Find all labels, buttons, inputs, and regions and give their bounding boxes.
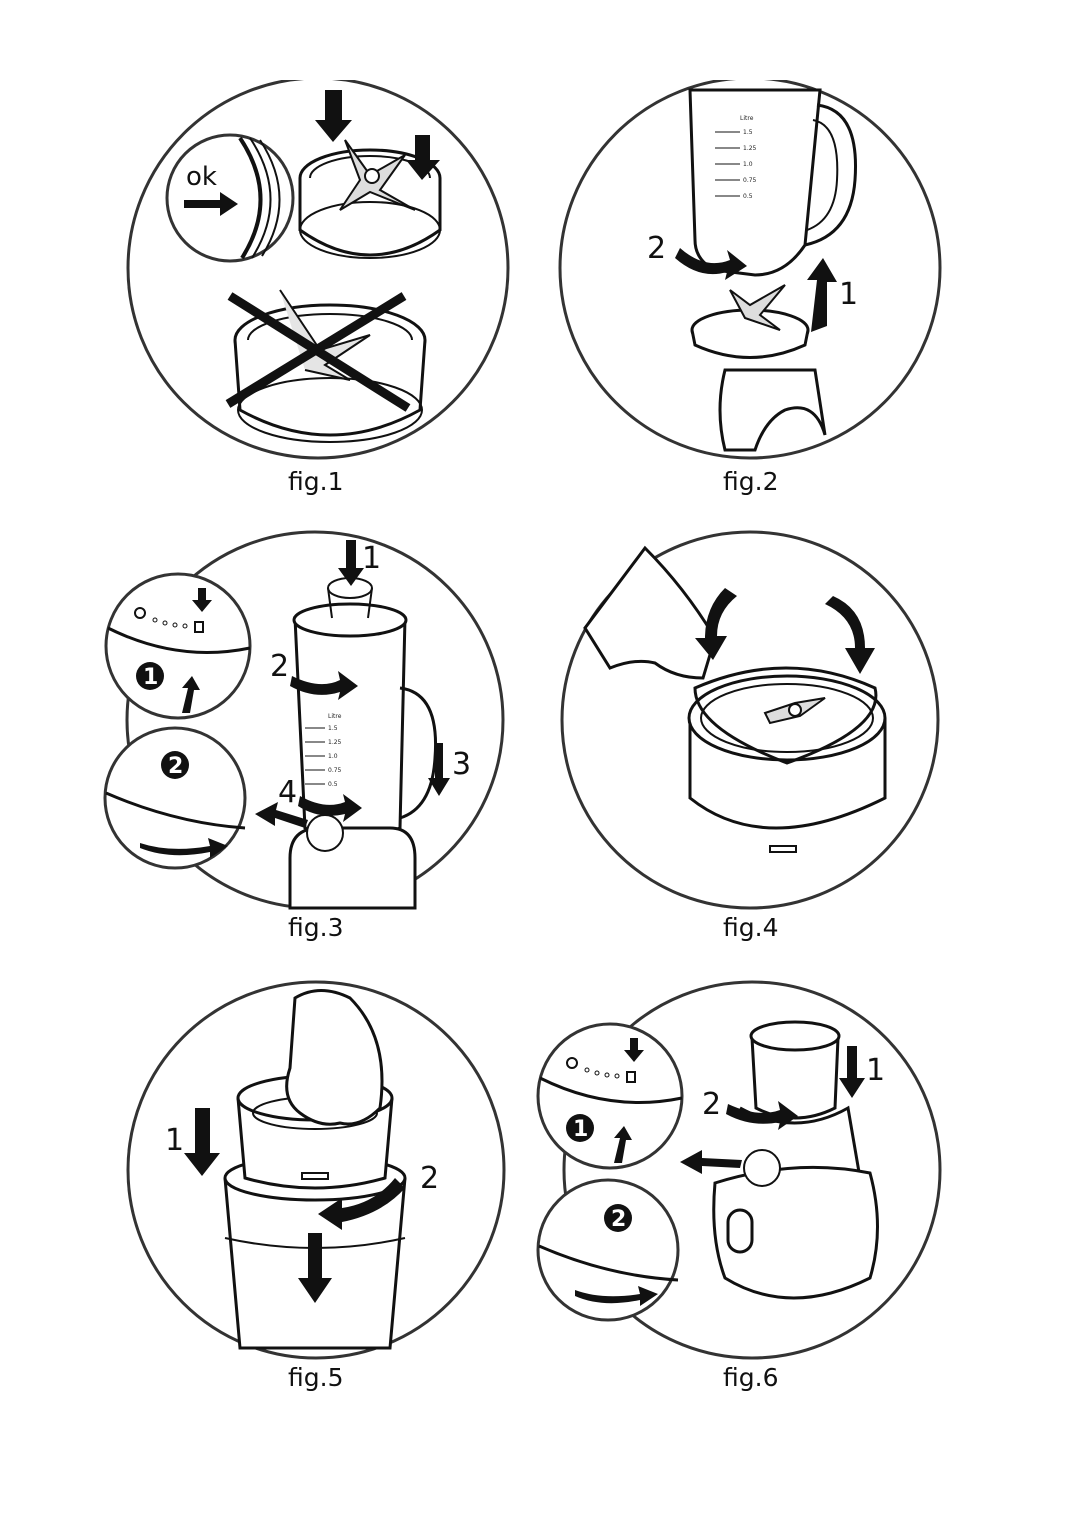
svg-text:0.75: 0.75 (743, 177, 757, 184)
step-2-label: 2 (420, 1161, 439, 1196)
fig3-caption: fig.3 (288, 913, 344, 942)
lock-inset-1: 1 (104, 572, 252, 720)
arrow-icon (695, 588, 737, 660)
fig4-illustration (560, 530, 940, 910)
control-knob (726, 1208, 754, 1254)
ok-label: ok (186, 162, 217, 192)
measurement-scale: 1.5 1.25 1.0 0.75 0.5 (305, 725, 342, 788)
hand (718, 368, 827, 452)
step-badge-1 (566, 1114, 594, 1142)
svg-text:1.25: 1.25 (328, 739, 342, 746)
seal-detail-inset (165, 133, 295, 263)
step-1-label: 1 (839, 277, 858, 312)
arrow-icon (614, 1126, 632, 1163)
figure-2: Litre 1.5 1.25 1.0 0.75 0.5 2 1 fig.2 (555, 80, 1015, 520)
step-4-label: 4 (278, 775, 297, 810)
step-badge-2 (604, 1204, 632, 1232)
arrow-icon (675, 248, 747, 280)
svg-text:1: 1 (143, 665, 158, 690)
step-1-label: 1 (165, 1123, 184, 1158)
step-badge-1 (136, 662, 164, 690)
svg-text:2: 2 (168, 754, 183, 779)
arrow-icon (315, 90, 352, 142)
lock-closed-icon (194, 621, 204, 633)
arrow-icon (807, 258, 837, 332)
fig6-caption: fig.6 (723, 1363, 779, 1392)
step-2-label: 2 (702, 1087, 721, 1122)
fig2-illustration: Litre 1.5 1.25 1.0 0.75 0.5 2 1 (558, 80, 942, 460)
hand (285, 989, 384, 1126)
arrow-icon (680, 1150, 742, 1174)
fig3-illustration: Litre 1.5 1.25 1.0 0.75 0.5 1 2 (103, 530, 505, 910)
svg-text:1: 1 (573, 1117, 588, 1142)
arrow-icon (182, 676, 200, 713)
scale-unit: Litre (328, 713, 342, 720)
arrow-icon (184, 1108, 220, 1176)
step-badge-2 (161, 751, 189, 779)
seal-ring (693, 666, 878, 765)
figure-5: 1 2 fig.5 (120, 978, 580, 1418)
arrow-icon (192, 588, 212, 612)
figure-4: fig.4 (555, 528, 1015, 968)
figure-6: 1 2 1 2 fig.6 (530, 978, 990, 1418)
step-1-label: 1 (362, 541, 381, 576)
cross-icon (225, 292, 411, 412)
arrow-icon (406, 135, 440, 180)
lock-inset-1: 1 (536, 1022, 684, 1170)
arrow-icon (298, 1233, 332, 1303)
fig5-illustration: 1 2 (126, 980, 506, 1360)
figure-1: ok fig.1 (120, 80, 580, 520)
svg-text:1.25: 1.25 (743, 145, 757, 152)
svg-text:0.5: 0.5 (328, 781, 338, 788)
scale-unit: Litre (740, 115, 754, 122)
lock-inset-2: 2 (103, 726, 247, 870)
arrow-icon (140, 838, 228, 858)
arrow-icon (575, 1286, 658, 1306)
measurement-scale: 1.5 1.25 1.0 0.75 0.5 (715, 129, 757, 200)
svg-text:2: 2 (611, 1207, 626, 1232)
arrow-icon (290, 671, 358, 700)
fig4-caption: fig.4 (723, 913, 779, 942)
fig6-illustration: 1 2 1 2 (536, 980, 942, 1360)
svg-text:0.5: 0.5 (743, 193, 753, 200)
lock-closed-icon (626, 1071, 636, 1083)
fig5-caption: fig.5 (288, 1363, 344, 1392)
fig1-caption: fig.1 (288, 467, 344, 496)
svg-text:1.5: 1.5 (328, 725, 338, 732)
step-3-label: 3 (452, 747, 471, 782)
arrow-icon (338, 540, 364, 586)
arrow-icon (184, 192, 238, 216)
svg-text:1.5: 1.5 (743, 129, 753, 136)
step-2-label: 2 (647, 231, 666, 266)
arrow-icon (428, 743, 450, 796)
arrow-icon (298, 794, 362, 822)
figure-3: Litre 1.5 1.25 1.0 0.75 0.5 1 2 (100, 528, 560, 968)
lock-inset-2: 2 (536, 1178, 680, 1322)
hand (583, 545, 717, 680)
step-2-label: 2 (270, 649, 289, 684)
arrow-icon (318, 1178, 405, 1230)
arrow-icon (825, 596, 875, 674)
arrow-icon (255, 802, 308, 828)
fig2-caption: fig.2 (723, 467, 779, 496)
arrow-icon (726, 1101, 798, 1130)
step-1-label: 1 (866, 1053, 885, 1088)
arrow-icon (624, 1038, 644, 1062)
lock-open-icon (566, 1057, 578, 1069)
fig1-illustration: ok (126, 80, 510, 460)
svg-text:0.75: 0.75 (328, 767, 342, 774)
arrow-icon (839, 1046, 865, 1098)
lock-open-icon (134, 607, 146, 619)
svg-text:1.0: 1.0 (328, 753, 338, 760)
svg-text:1.0: 1.0 (743, 161, 753, 168)
